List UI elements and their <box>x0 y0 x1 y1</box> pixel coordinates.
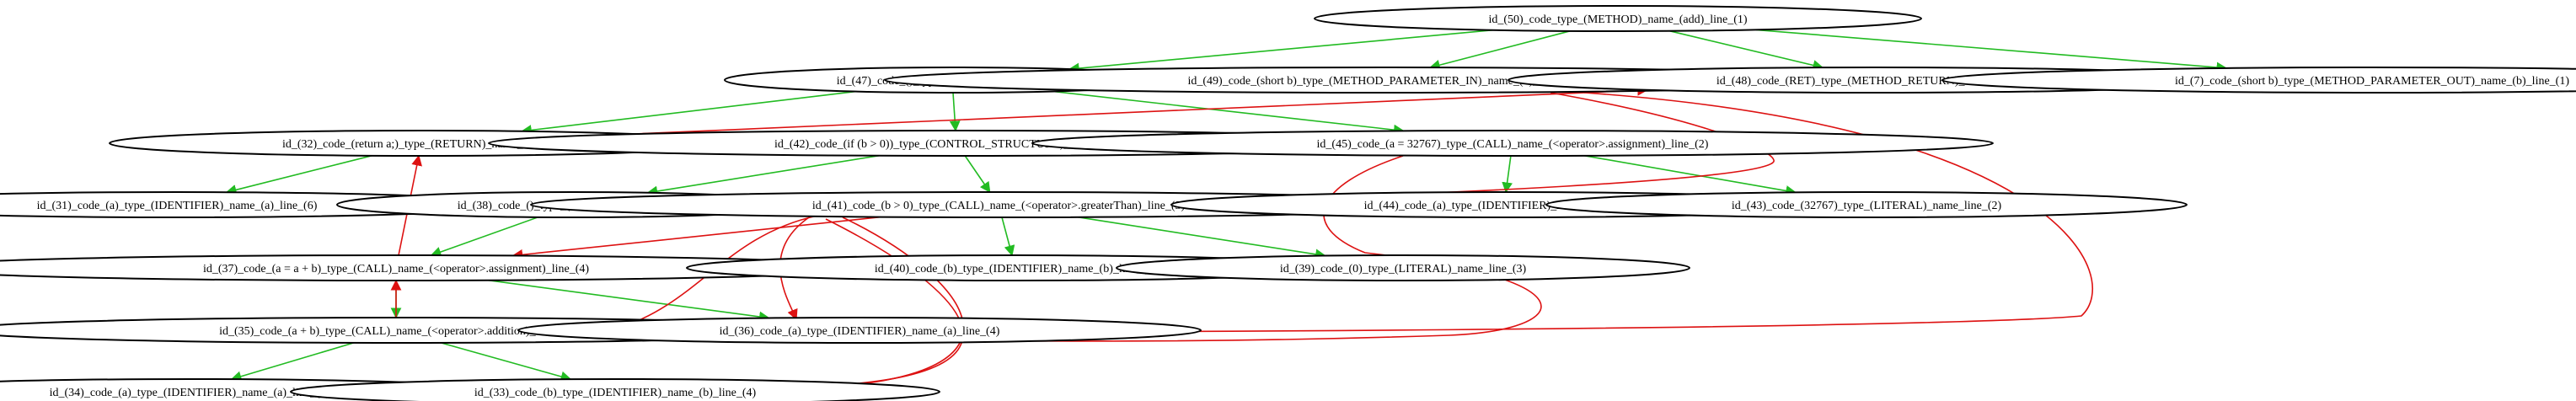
edge-line <box>317 218 964 394</box>
edge-line <box>646 155 879 197</box>
node-label: id_(43)_code_(32767)_type_(LITERAL)_name… <box>1732 200 2002 212</box>
edge-line <box>1068 29 1494 74</box>
edge-ast-n42-to-n41 <box>964 155 991 194</box>
node-label: id_(7)_code_(short b)_type_(METHOD_PARAM… <box>2175 75 2569 88</box>
edge-ast-n37-to-n36 <box>488 279 770 323</box>
edge-line <box>1669 30 1824 71</box>
node-ellipse <box>1116 254 1690 281</box>
node-ellipse <box>290 378 940 401</box>
edge-ast-n45-to-n44 <box>1502 155 1513 194</box>
nodes-layer: id_(50)_code_type_(METHOD)_name_(add)_li… <box>0 5 2576 401</box>
edge-ast-n47-to-n42 <box>949 92 961 132</box>
edge-line <box>634 84 1648 135</box>
node-label: id_(37)_code_(a = a + b)_type_(CALL)_nam… <box>203 263 589 275</box>
edge-line <box>1502 155 1513 194</box>
node-label: id_(45)_code_(a = 32767)_type_(CALL)_nam… <box>1317 138 1709 151</box>
edge-line <box>230 342 355 382</box>
node-label: id_(40)_code_(b)_type_(IDENTIFIER)_name_… <box>875 263 1157 275</box>
node-n39[interactable]: id_(39)_code_(0)_type_(LITERAL)_name_lin… <box>1116 254 1690 281</box>
node-label: id_(49)_code_(short b)_type_(METHOD_PARA… <box>1187 75 1576 88</box>
edge-line <box>225 155 372 195</box>
node-label: id_(50)_code_type_(METHOD)_name_(add)_li… <box>1488 13 1747 26</box>
node-label: id_(32)_code_(return a;)_type_(RETURN)_n… <box>282 138 560 151</box>
edge-line <box>440 342 572 382</box>
edge-ast-n47-to-n45 <box>1052 90 1405 136</box>
edge-line <box>615 155 1542 342</box>
edge-cfg-n41-to-n37 <box>511 216 882 260</box>
edge-ast-n41-to-n39 <box>1078 217 1326 260</box>
edge-line <box>1001 217 1015 257</box>
edge-cfg-n41-to-n34 <box>317 218 964 394</box>
node-ellipse <box>1031 130 1994 157</box>
edge-ast-n47-to-n32 <box>521 90 856 136</box>
node-n7[interactable]: id_(7)_code_(short b)_type_(METHOD_PARAM… <box>1941 67 2576 94</box>
edge-cfg-n41-to-n33 <box>769 217 965 395</box>
node-n45[interactable]: id_(45)_code_(a = 32767)_type_(CALL)_nam… <box>1031 130 1994 157</box>
edge-line <box>964 155 991 194</box>
edge-line <box>488 279 770 323</box>
edge-ast-n35-to-n33 <box>440 342 572 382</box>
edge-ast-n35-to-n34 <box>230 342 355 382</box>
node-n36[interactable]: id_(36)_code_(a)_type_(IDENTIFIER)_name_… <box>517 317 1202 344</box>
edge-ast-n50-to-n48 <box>1669 30 1824 71</box>
edge-line <box>521 90 856 136</box>
node-n33[interactable]: id_(33)_code_(b)_type_(IDENTIFIER)_name_… <box>290 378 940 401</box>
edge-ast-n32-to-n31 <box>225 155 372 195</box>
edge-ast-n50-to-n49 <box>1429 30 1571 71</box>
edge-ast-n45-to-n43 <box>1584 155 1797 196</box>
edge-line <box>1429 30 1571 71</box>
edge-ast-n42-to-n38 <box>646 155 879 197</box>
edge-line <box>1755 29 2228 73</box>
node-n37[interactable]: id_(37)_code_(a = a + b)_type_(CALL)_nam… <box>0 254 877 281</box>
edge-ast-n50-to-n47 <box>1068 29 1494 74</box>
edge-ast-n41-to-n40 <box>1001 217 1015 257</box>
node-ellipse <box>517 317 1202 344</box>
edge-line <box>1584 155 1797 196</box>
node-ellipse <box>1545 191 2188 218</box>
node-label: id_(34)_code_(a)_type_(IDENTIFIER)_name_… <box>50 387 330 399</box>
node-n43[interactable]: id_(43)_code_(32767)_type_(LITERAL)_name… <box>1545 191 2188 218</box>
edge-line <box>430 217 538 258</box>
edge-line <box>949 92 961 132</box>
edge-ast-n50-to-n7 <box>1755 29 2228 73</box>
edge-line <box>511 216 882 260</box>
edge-line <box>769 217 965 395</box>
edge-line <box>1078 217 1326 260</box>
edge-cfg-n45-to-n35 <box>615 155 1542 342</box>
edge-line <box>1052 90 1405 136</box>
node-ellipse <box>1941 67 2576 94</box>
node-ellipse <box>1314 5 1922 32</box>
edge-cfg-n32-to-n48 <box>634 84 1648 135</box>
node-label: id_(41)_code_(b > 0)_type_(CALL)_name_(<… <box>812 200 1186 212</box>
node-label: id_(31)_code_(a)_type_(IDENTIFIER)_name_… <box>37 200 318 212</box>
node-label: id_(33)_code_(b)_type_(IDENTIFIER)_name_… <box>474 387 757 399</box>
node-label: id_(39)_code_(0)_type_(LITERAL)_name_lin… <box>1280 263 1527 275</box>
node-n50[interactable]: id_(50)_code_type_(METHOD)_name_(add)_li… <box>1314 5 1922 32</box>
node-label: id_(35)_code_(a + b)_type_(CALL)_name_(<… <box>219 325 573 338</box>
node-label: id_(36)_code_(a)_type_(IDENTIFIER)_name_… <box>720 325 1000 338</box>
edge-ast-n38-to-n37 <box>430 217 538 258</box>
